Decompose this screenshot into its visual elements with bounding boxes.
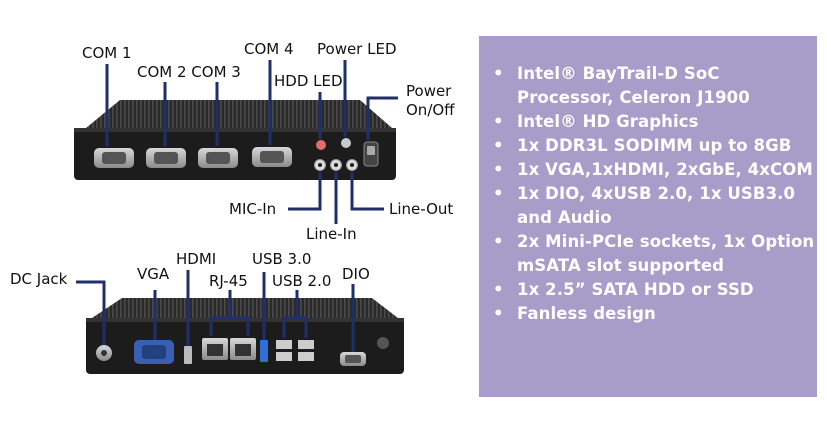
spec-item: 1x 2.5” SATA HDD or SSD xyxy=(491,278,817,302)
spec-panel: Intel® BayTrail-D SoC Processor, Celeron… xyxy=(479,36,817,397)
top-device xyxy=(74,100,396,180)
power-led xyxy=(341,138,351,148)
label-power-led: Power LED xyxy=(317,40,397,58)
label-rj45: RJ-45 xyxy=(209,272,248,290)
label-vga: VGA xyxy=(137,265,170,283)
com2-port xyxy=(146,148,186,168)
hdmi-port xyxy=(184,346,192,364)
spec-item: 1x DDR3L SODIMM up to 8GB xyxy=(491,134,817,158)
spec-item: Fanless design xyxy=(491,302,817,326)
usb20-ports xyxy=(276,340,314,361)
spec-list: Intel® BayTrail-D SoC Processor, Celeron… xyxy=(491,62,817,326)
label-hdd-led: HDD LED xyxy=(274,72,343,90)
callout-lines xyxy=(76,60,398,352)
spec-item: Intel® HD Graphics xyxy=(491,110,817,134)
front-button xyxy=(377,337,389,349)
bottom-heatsink xyxy=(92,298,398,318)
label-com1: COM 1 xyxy=(82,44,132,62)
label-usb20: USB 2.0 xyxy=(272,272,332,290)
spec-item: 1x DIO, 4xUSB 2.0, 1x USB3.0 and Audio xyxy=(491,182,817,230)
top-heatsink xyxy=(86,100,392,128)
label-onoff: On/Off xyxy=(406,101,455,119)
label-line-in: Line-In xyxy=(306,225,357,243)
label-com4: COM 4 xyxy=(244,40,294,58)
dio-port xyxy=(340,352,366,366)
label-line-out: Line-Out xyxy=(389,200,454,218)
label-dio: DIO xyxy=(342,265,370,283)
label-usb30: USB 3.0 xyxy=(252,250,312,268)
usb30-port xyxy=(260,340,268,362)
hdd-led xyxy=(316,140,326,150)
spec-item: Intel® BayTrail-D SoC Processor, Celeron… xyxy=(491,62,817,110)
label-mic-in: MIC-In xyxy=(229,200,277,218)
com4-port xyxy=(252,147,292,167)
com1-port xyxy=(94,148,134,168)
vga-port xyxy=(134,340,174,364)
rj45-ports xyxy=(202,338,256,360)
label-com2-com3: COM 2 COM 3 xyxy=(137,63,241,81)
label-power: Power xyxy=(406,82,452,100)
bottom-device xyxy=(86,298,404,374)
spec-item: 1x VGA,1xHDMI, 2xGbE, 4xCOM xyxy=(491,158,817,182)
com3-port xyxy=(198,148,238,168)
label-dc-jack: DC Jack xyxy=(10,270,68,288)
label-hdmi: HDMI xyxy=(176,250,217,268)
spec-item: 2x Mini-PCIe sockets, 1x Option mSATA sl… xyxy=(491,230,817,278)
